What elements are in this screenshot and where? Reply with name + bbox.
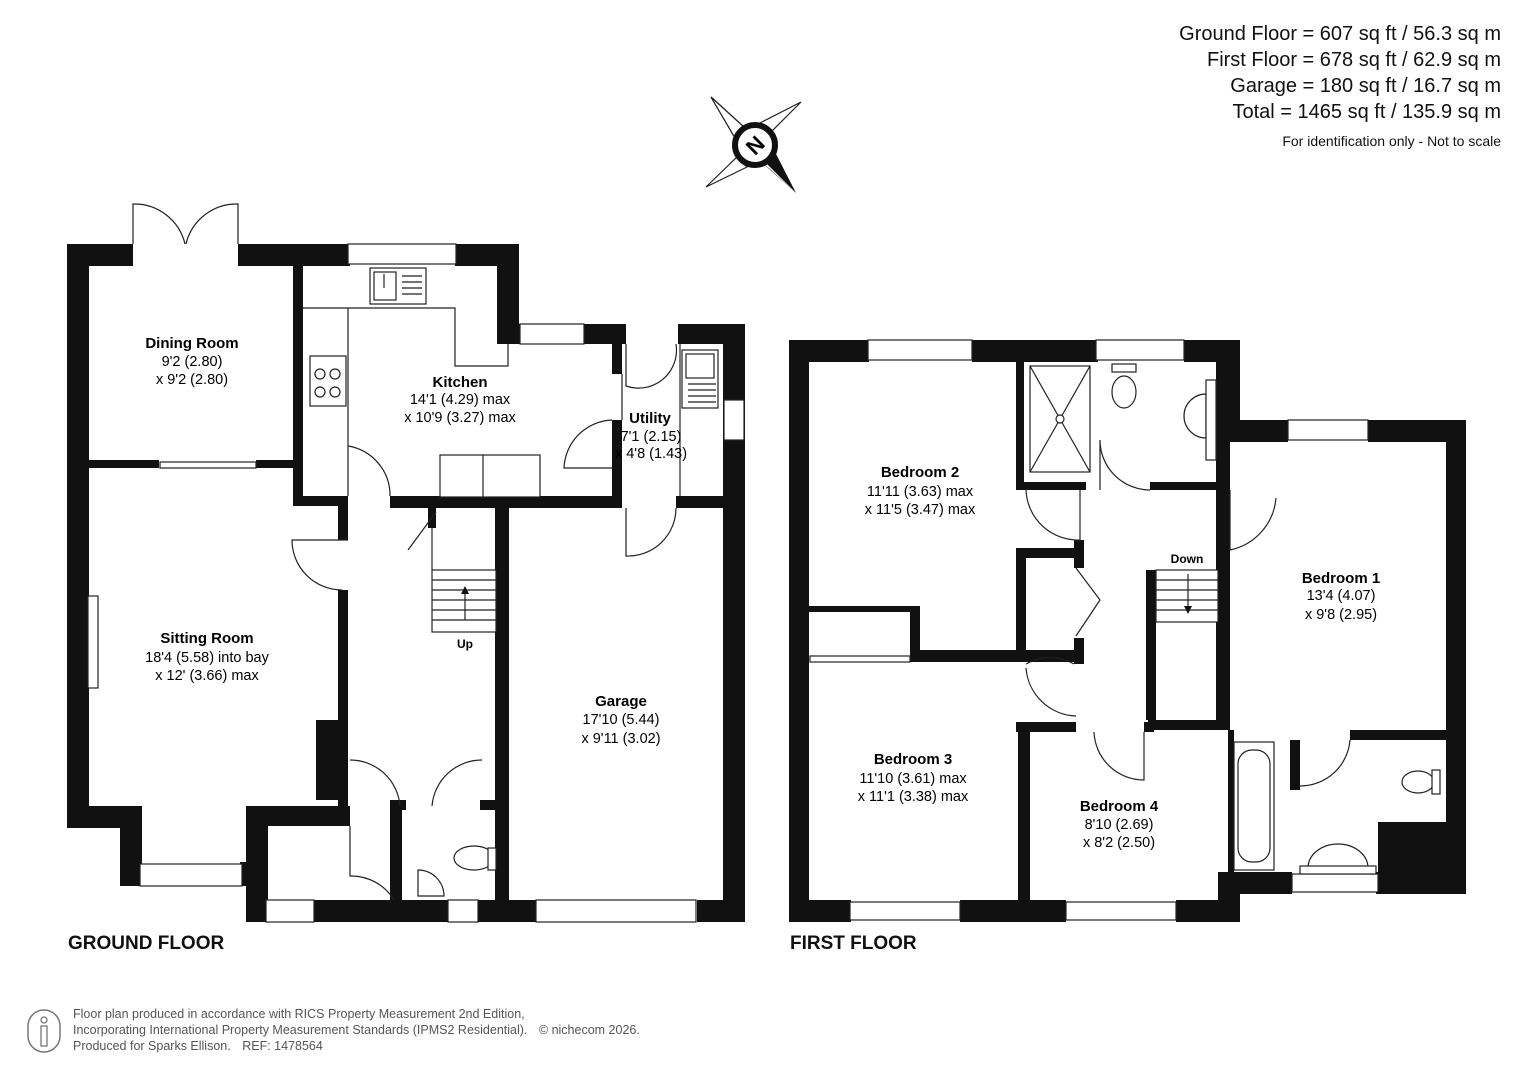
footer-line-1: Floor plan produced in accordance with R… [73, 1007, 525, 1021]
room-name-dining: Dining Room [145, 335, 238, 352]
room-dim-bed4-2: x 8'2 (2.50) [1083, 835, 1155, 851]
stairs-down-icon [1155, 569, 1219, 623]
toilet-icon [1111, 363, 1137, 409]
room-dim-utility-2: x 4'8 (1.43) [615, 446, 687, 462]
hob-icon [309, 355, 347, 407]
stairs-up-label: Up [457, 637, 473, 651]
stairs-up-icon [431, 528, 497, 633]
room-dim-bed3-1: 11'10 (3.61) max [859, 771, 967, 787]
footer-copyright: © nichecom 2026. [538, 1023, 640, 1037]
footer-ref: REF: 1478564 [242, 1039, 323, 1053]
kitchen-sink-icon [369, 267, 427, 305]
footer-line-2: Incorporating International Property Mea… [73, 1023, 528, 1037]
footer-line-3-row: Produced for Sparks Ellison. REF: 147856… [73, 1038, 640, 1054]
first-floor-plan [789, 339, 1466, 922]
room-name-utility: Utility [629, 410, 671, 427]
shower-icon [1029, 365, 1091, 473]
room-name-garage: Garage [595, 693, 647, 710]
accessibility-person-icon [27, 1009, 61, 1053]
room-dim-dining-1: 9'2 (2.80) [162, 354, 223, 370]
ground-floor-plan [67, 203, 745, 923]
room-dim-bed1-1: 13'4 (4.07) [1307, 588, 1376, 604]
toilet-icon [417, 845, 497, 897]
toilet-icon [1401, 769, 1441, 795]
stairs-down-label: Down [1171, 552, 1204, 566]
footer-line-2-row: Incorporating International Property Mea… [73, 1022, 640, 1038]
room-dim-dining-2: x 9'2 (2.80) [156, 372, 228, 388]
bath-icon [1233, 741, 1275, 871]
ground-floor-area: Ground Floor = 607 sq ft / 56.3 sq m [1179, 23, 1501, 45]
room-name-bed1: Bedroom 1 [1302, 570, 1380, 587]
first-floor-area: First Floor = 678 sq ft / 62.9 sq m [1206, 49, 1501, 71]
room-name-sitting: Sitting Room [160, 630, 253, 647]
footer-line-3: Produced for Sparks Ellison. [73, 1039, 231, 1053]
room-dim-utility-1: 7'1 (2.15) [621, 429, 682, 445]
footer-text: Floor plan produced in accordance with R… [73, 1006, 640, 1054]
room-dim-kitchen-2: x 10'9 (3.27) max [404, 410, 516, 426]
room-dim-bed4-1: 8'10 (2.69) [1085, 817, 1154, 833]
compass-rose-icon: N [705, 96, 802, 193]
room-dim-bed2-1: 11'11 (3.63) max [867, 484, 974, 500]
first-floor-label: FIRST FLOOR [790, 933, 917, 954]
room-name-kitchen: Kitchen [432, 374, 487, 391]
room-dim-garage-1: 17'10 (5.44) [583, 712, 660, 728]
total-area: Total = 1465 sq ft / 135.9 sq m [1232, 101, 1502, 123]
disclaimer: For identification only - Not to scale [1282, 133, 1501, 149]
basin-icon [1299, 843, 1377, 875]
room-name-bed3: Bedroom 3 [874, 751, 952, 768]
room-name-bed4: Bedroom 4 [1080, 798, 1159, 815]
garage-area: Garage = 180 sq ft / 16.7 sq m [1230, 75, 1501, 97]
utility-sink-icon [681, 349, 719, 409]
room-dim-garage-2: x 9'11 (3.02) [581, 731, 660, 747]
room-dim-bed3-2: x 11'1 (3.38) max [858, 789, 969, 805]
room-dim-sitting-1: 18'4 (5.58) into bay [145, 650, 269, 666]
basin-icon [1183, 379, 1217, 461]
ground-floor-label: GROUND FLOOR [68, 933, 225, 954]
room-dim-bed1-2: x 9'8 (2.95) [1305, 607, 1377, 623]
room-dim-kitchen-1: 14'1 (4.29) max [410, 392, 511, 408]
room-dim-sitting-2: x 12' (3.66) max [155, 668, 259, 684]
room-dim-bed2-2: x 11'5 (3.47) max [865, 502, 976, 518]
room-name-bed2: Bedroom 2 [881, 464, 959, 481]
